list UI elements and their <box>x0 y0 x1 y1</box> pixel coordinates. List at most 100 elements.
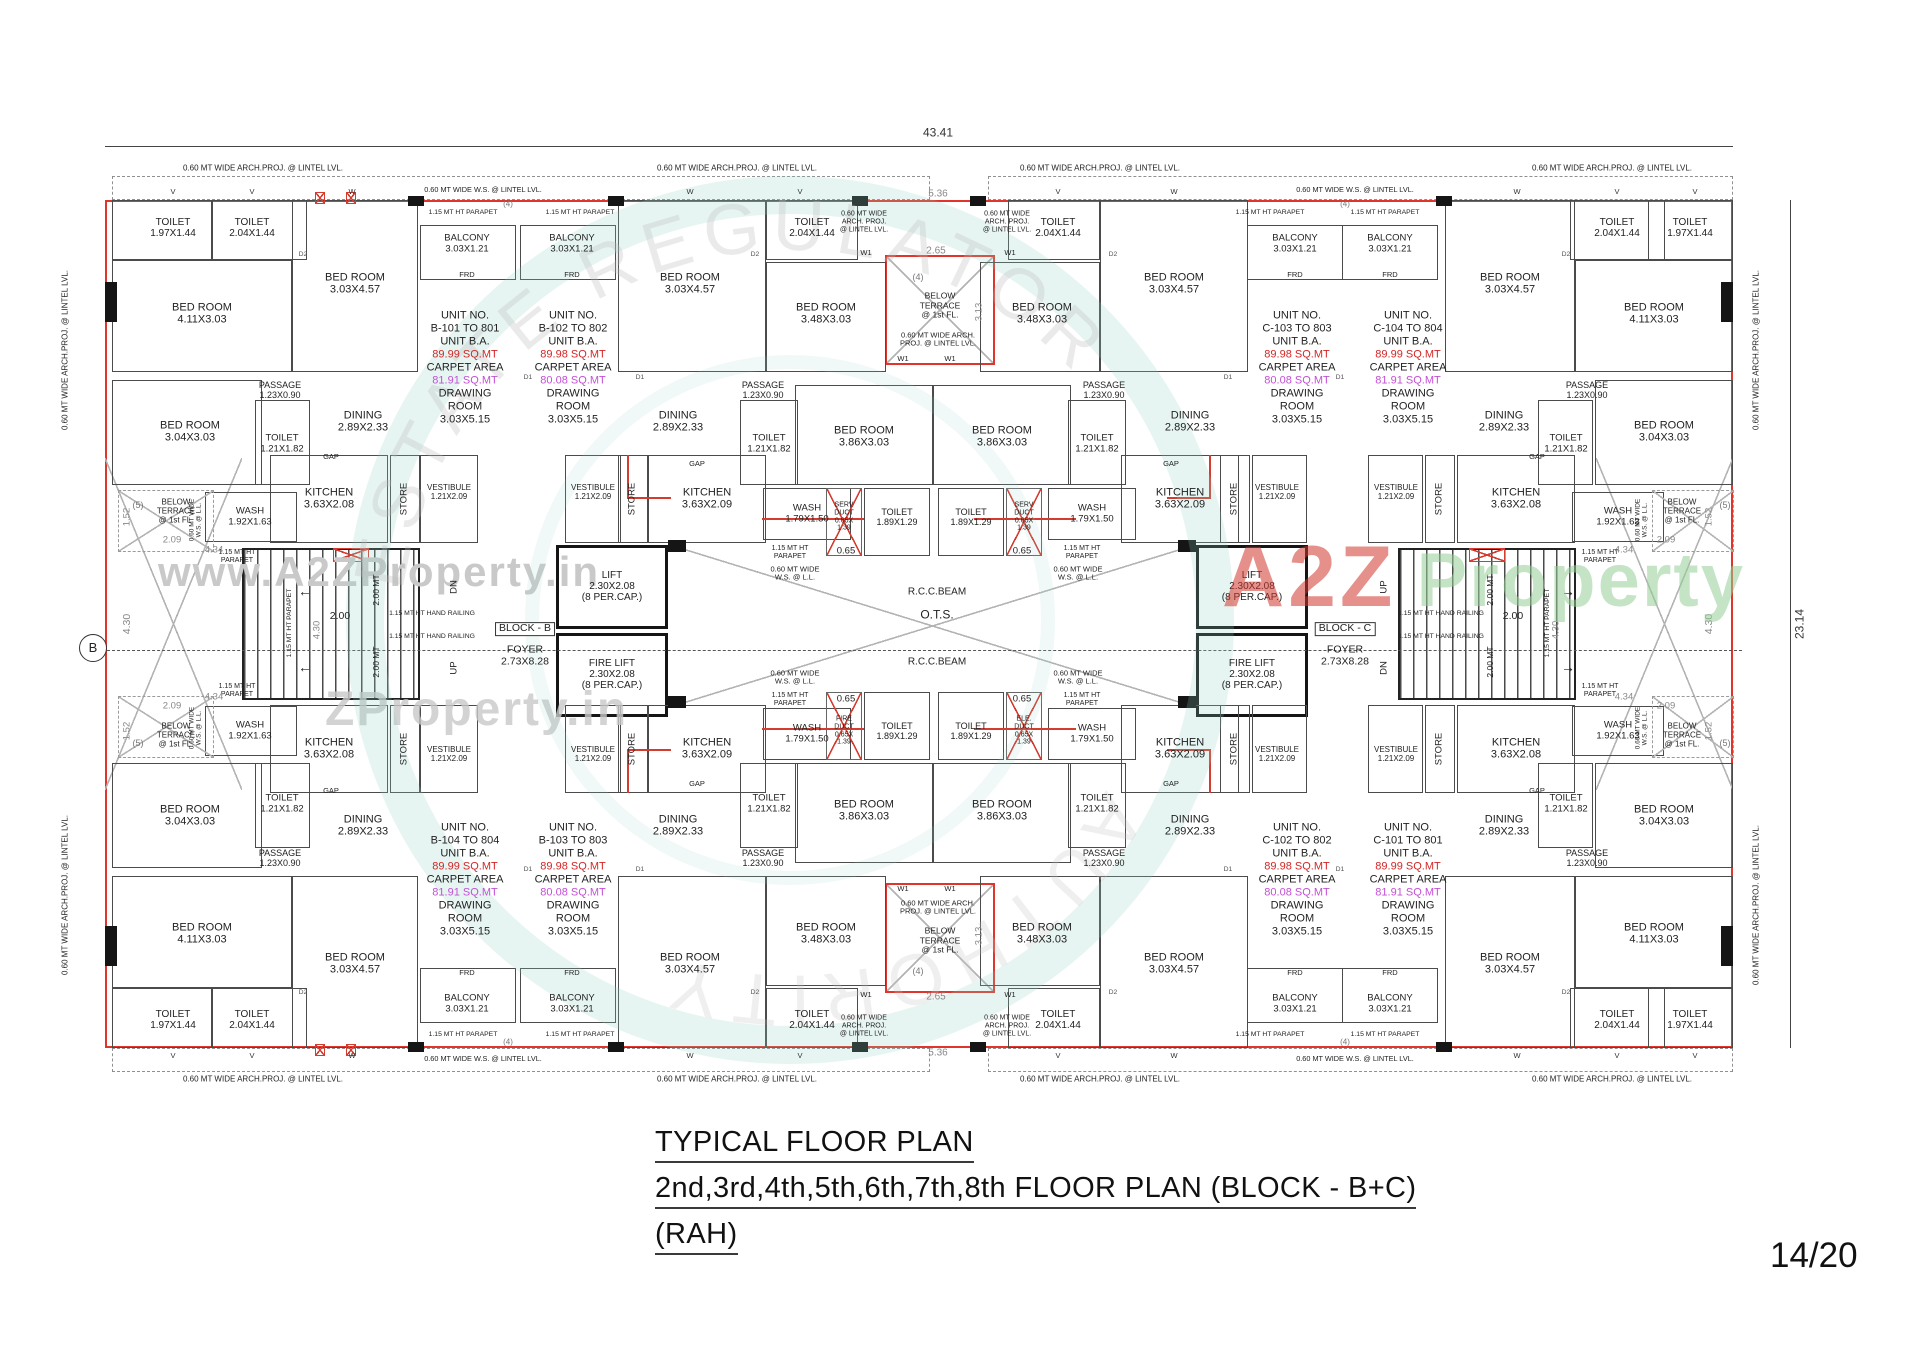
label-line: WASH <box>235 505 265 517</box>
label-line: TOILET <box>1080 432 1114 444</box>
label-line: 2.09 <box>162 534 182 546</box>
label-line: WASH <box>792 722 822 734</box>
watermark-arc-top: ESTATE REGULATOR <box>339 185 1115 594</box>
label-3-13: 3.13 <box>974 303 986 322</box>
plan-room <box>618 200 766 372</box>
label-line: 3.03X4.57 <box>664 964 716 976</box>
label-2-00: 2.00 <box>1503 610 1523 623</box>
plan-fill <box>668 696 686 708</box>
label-line: CARPET AREA <box>1258 361 1336 374</box>
label-line: DINING <box>343 813 383 826</box>
plan-room <box>1425 705 1455 793</box>
label-line: DRAWING <box>546 387 600 400</box>
plan-dash <box>988 1048 1733 1072</box>
label-line: 1.21X1.82 <box>1075 443 1119 454</box>
label-line: BED ROOM <box>660 271 720 284</box>
label-line: VESTIBULE <box>426 745 472 755</box>
label-line: ROOM <box>1279 912 1315 925</box>
label-line: D2 <box>750 251 760 259</box>
label-line: DINING <box>1484 813 1524 826</box>
label-line: 1.79X1.50 <box>785 733 829 744</box>
label-line: WASH <box>235 719 265 731</box>
label-line: 2.00 <box>329 610 351 623</box>
label-line: TOILET <box>794 1008 830 1020</box>
label-4-34: 4.34 <box>1615 692 1634 704</box>
label-1-52: 1.52 <box>1704 508 1716 527</box>
plan-room <box>1572 492 1664 542</box>
plan-redline <box>627 749 629 793</box>
plan-room <box>292 876 418 1048</box>
label-line: 3.03X4.57 <box>329 964 381 976</box>
label-line: W1 <box>860 989 872 999</box>
label-line: 1.21X2.09 <box>1258 492 1296 501</box>
plan-red <box>105 200 1733 1048</box>
plan-room <box>1247 968 1343 1023</box>
label-line: BED ROOM <box>325 271 385 284</box>
label-line: FRD <box>1382 967 1398 977</box>
label-line: FOYER <box>506 643 544 656</box>
label-store: STORE <box>627 483 639 516</box>
label-2-00-mt: 2.00 MT <box>371 646 382 677</box>
label-line: 80.08 SQ.MT <box>540 374 606 387</box>
label-line: 2.09 <box>162 700 182 712</box>
label-line: ARCH. PROJ. <box>841 1022 887 1030</box>
label-line: PARAPET <box>773 553 807 560</box>
label-v: V <box>1055 1051 1060 1060</box>
label-d2: D2 <box>1109 989 1118 997</box>
label-line: BED ROOM <box>972 798 1032 811</box>
label-2-09: 2.09 <box>162 534 182 547</box>
plan-fill <box>852 196 868 206</box>
label-line: DUCT <box>834 509 854 517</box>
label-dn: DN <box>1379 661 1391 675</box>
label-line: FIRE <box>836 715 852 723</box>
label-line: 5.36 <box>928 1047 948 1059</box>
label-d2: D2 <box>751 989 760 997</box>
plan-fill <box>668 540 686 552</box>
label-line: B-101 TO 801 <box>430 322 500 335</box>
label-line: 23.14 <box>1792 608 1807 640</box>
label-store: STORE <box>1229 483 1241 516</box>
label-line: PASSAGE <box>741 379 785 390</box>
label-line: @ 1st FL. <box>158 515 194 525</box>
label-line: W <box>1170 1050 1178 1060</box>
plan-room <box>1575 876 1733 988</box>
label-line: 1.21X2.09 <box>430 492 468 501</box>
label-line: FRD <box>1287 967 1303 977</box>
label-line: (5) <box>1719 499 1731 510</box>
label-line: ROOM <box>1279 400 1315 413</box>
plan-redx <box>885 255 995 365</box>
label-line: DRAWING <box>1270 899 1324 912</box>
label-0-60-mt-wide-arch-proj-lintel-lvl: 0.60 MT WIDE ARCH.PROJ. @ LINTEL LVL. <box>1020 1075 1180 1085</box>
label-line: 1.15 MT HT PARAPET <box>286 588 294 658</box>
label-line: VESTIBULE <box>570 745 616 755</box>
label-line: (4) <box>503 199 513 209</box>
label-line: 3.63X2.09 <box>681 749 733 761</box>
label-line: STORE <box>1433 482 1445 516</box>
label-line: TOILET <box>1599 1008 1635 1020</box>
label-line: TOILET <box>155 216 191 228</box>
label-line: CARPET AREA <box>1369 361 1447 374</box>
label-line: 2.04X1.44 <box>789 228 835 239</box>
